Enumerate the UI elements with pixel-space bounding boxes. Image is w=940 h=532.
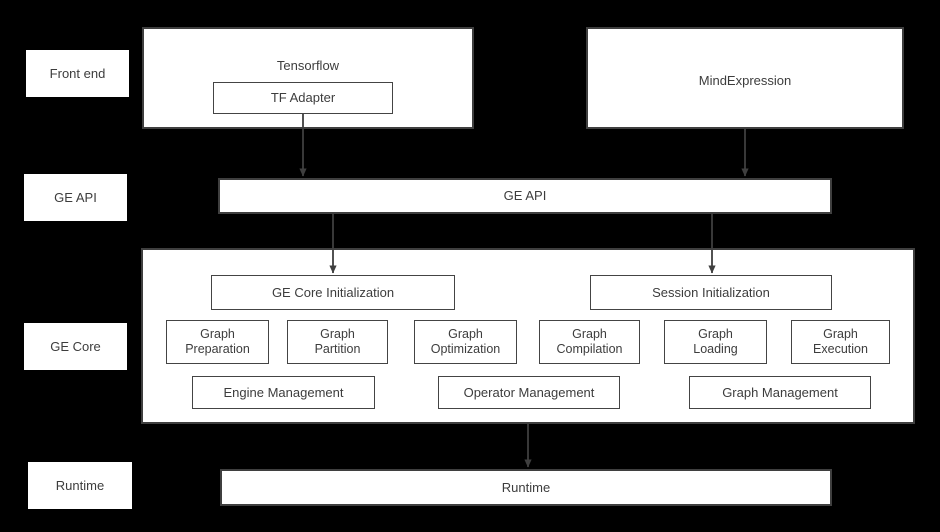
stage-label-front-end: Front end — [26, 50, 129, 97]
graph-partition-box[interactable]: Graph Partition — [287, 320, 388, 364]
stage-label-ge-core: GE Core — [24, 323, 127, 370]
mindexpression-container[interactable]: MindExpression — [586, 27, 904, 129]
graph-loading-box[interactable]: Graph Loading — [664, 320, 767, 364]
graph-execution-box[interactable]: Graph Execution — [791, 320, 890, 364]
stage-label-runtime: Runtime — [28, 462, 132, 509]
graph-preparation-box[interactable]: Graph Preparation — [166, 320, 269, 364]
graph-compilation-box[interactable]: Graph Compilation — [539, 320, 640, 364]
tf-adapter-box[interactable]: TF Adapter — [213, 82, 393, 114]
graph-optimization-box[interactable]: Graph Optimization — [414, 320, 517, 364]
tensorflow-title: Tensorflow — [276, 58, 340, 73]
runtime-bar[interactable]: Runtime — [220, 469, 832, 506]
session-initialization-box[interactable]: Session Initialization — [590, 275, 832, 310]
stage-label-ge-api: GE API — [24, 174, 127, 221]
mindexpression-title: MindExpression — [698, 73, 792, 88]
operator-management-box[interactable]: Operator Management — [438, 376, 620, 409]
engine-management-box[interactable]: Engine Management — [192, 376, 375, 409]
ge-core-initialization-box[interactable]: GE Core Initialization — [211, 275, 455, 310]
graph-management-box[interactable]: Graph Management — [689, 376, 871, 409]
ge-api-bar[interactable]: GE API — [218, 178, 832, 214]
